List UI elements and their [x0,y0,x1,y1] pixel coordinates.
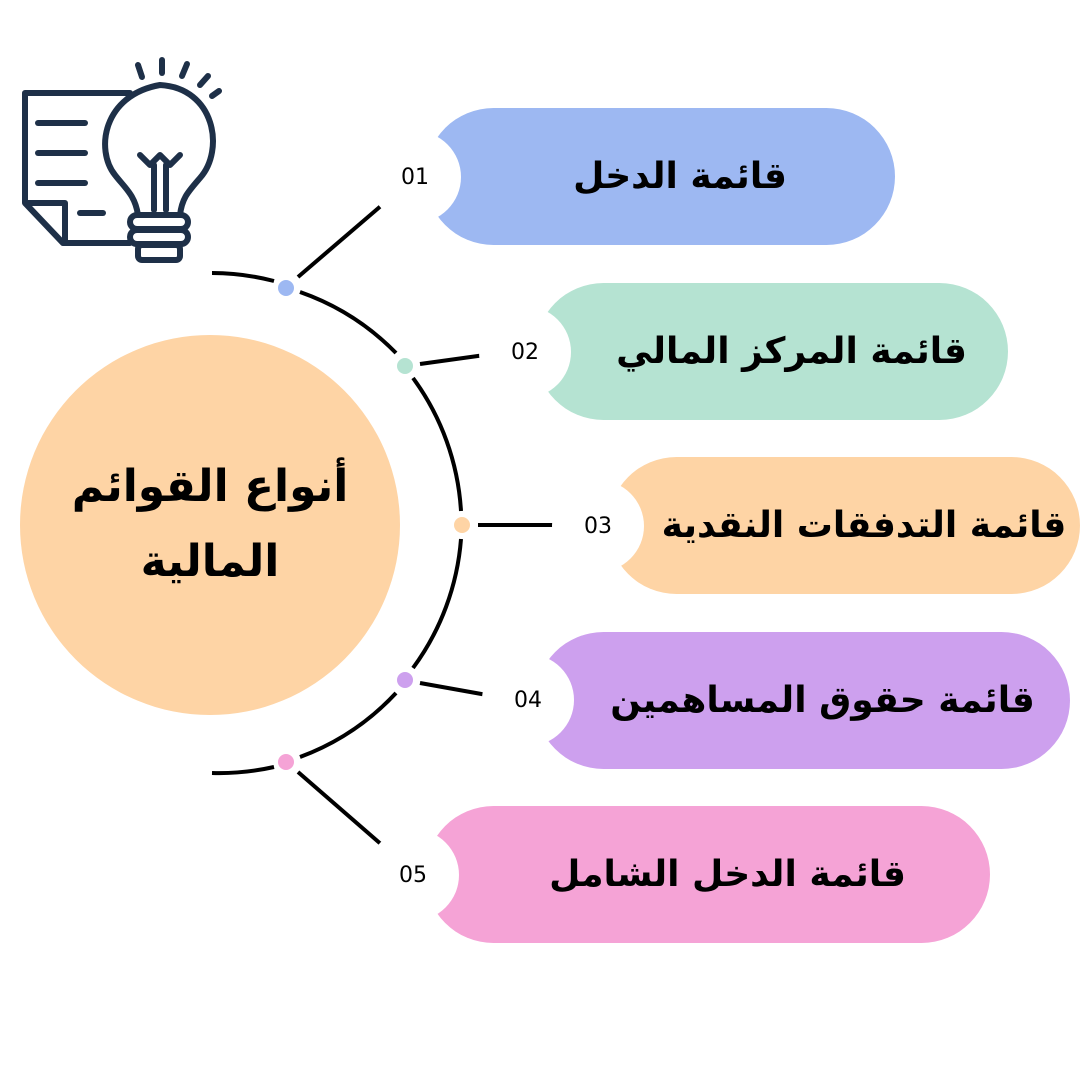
item-label: قائمة الدخل [573,156,787,197]
number-badge: 02 [479,306,571,398]
item-number: 02 [511,339,539,365]
number-badge: 01 [369,131,461,223]
item-01: قائمة الدخل [425,108,895,245]
dot-01 [278,280,294,296]
item-number: 05 [399,862,427,888]
item-label: قائمة المركز المالي [616,331,967,372]
lightbulb-icon [102,82,216,218]
item-number: 04 [514,687,542,713]
item-label: قائمة حقوق المساهمين [610,680,1035,721]
item-02: قائمة المركز المالي [535,283,1008,420]
connector-lines [296,203,555,847]
dot-05 [278,754,294,770]
number-badge: 05 [367,829,459,921]
item-label: قائمة التدفقات النقدية [661,505,1067,546]
item-number: 03 [584,513,612,539]
item-number: 01 [401,164,429,190]
item-04: قائمة حقوق المساهمين [535,632,1070,769]
dot-02 [397,358,413,374]
dot-04 [397,672,413,688]
arc [211,271,463,776]
number-badge: 03 [552,480,644,572]
main-title: أنواع القوائم المالية [71,461,349,587]
center-circle: أنواع القوائم المالية [20,335,400,715]
number-badge: 04 [482,654,574,746]
item-label: قائمة الدخل الشامل [549,854,906,895]
document-icon [22,90,133,246]
idea-icon [22,57,222,263]
item-03: قائمة التدفقات النقدية [608,457,1080,594]
item-05: قائمة الدخل الشامل [425,806,990,943]
dot-03 [454,517,470,533]
